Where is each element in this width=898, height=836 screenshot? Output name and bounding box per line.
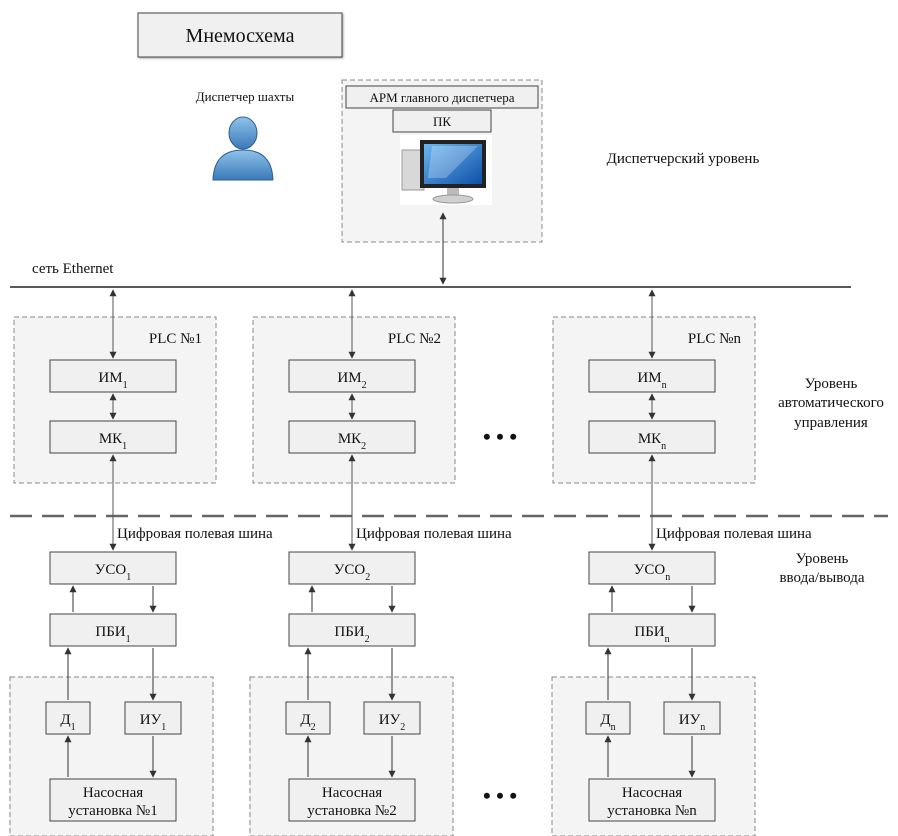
fieldbus-label: Цифровая полевая шина xyxy=(656,526,812,542)
computer-icon xyxy=(400,135,492,205)
uso-box xyxy=(588,551,716,585)
pump-label-line2: установка №2 xyxy=(307,803,396,819)
mk-label: МКn xyxy=(638,431,666,452)
pump-ellipsis: • • • xyxy=(483,783,517,808)
sensor-label: Д2 xyxy=(300,712,315,733)
auto-level-line2: автоматического xyxy=(778,395,884,411)
workstation-title-box xyxy=(345,85,539,109)
sensor-label: Дn xyxy=(600,712,615,733)
title-box xyxy=(137,12,343,58)
sensor-box xyxy=(285,701,331,735)
uso-label: УСО1 xyxy=(95,562,131,583)
pump-box xyxy=(288,778,416,822)
sensor-box xyxy=(45,701,91,735)
plc-label: PLC №2 xyxy=(388,331,441,347)
fieldbus-label: Цифровая полевая шина xyxy=(356,526,512,542)
uso-label: УСО2 xyxy=(334,562,370,583)
plc-label: PLC №n xyxy=(688,331,742,347)
mk-label: МК1 xyxy=(99,431,127,452)
mk-box xyxy=(49,420,177,454)
actuator-box xyxy=(363,701,421,735)
im-box xyxy=(49,359,177,393)
pbi-label: ПБИ1 xyxy=(95,624,130,645)
fieldbus-label: Цифровая полевая шина xyxy=(117,526,273,542)
pbi-box xyxy=(49,613,177,647)
plc-label: PLC №1 xyxy=(149,331,202,347)
uso-label: УСОn xyxy=(634,562,670,583)
pbi-label: ПБИn xyxy=(634,624,669,645)
pbi-box xyxy=(588,613,716,647)
im-label: ИМ1 xyxy=(98,370,127,391)
im-label: ИМ2 xyxy=(337,370,366,391)
dispatcher-icon xyxy=(212,116,274,181)
actuator-label: ИУn xyxy=(679,712,705,733)
io-level-line1: Уровень xyxy=(796,551,849,567)
auto-level-line3: управления xyxy=(794,415,868,431)
mk-box xyxy=(588,420,716,454)
pc-label-box xyxy=(392,109,492,133)
pump-box xyxy=(588,778,716,822)
pump-label-line2: установка №1 xyxy=(68,803,157,819)
dispatch-level-label: Диспетчерский уровень xyxy=(607,151,760,167)
sensor-label: Д1 xyxy=(60,712,75,733)
mk-label: МК2 xyxy=(338,431,366,452)
pump-label-line1: Насосная xyxy=(83,785,143,801)
auto-level-line1: Уровень xyxy=(805,376,858,392)
pbi-box xyxy=(288,613,416,647)
actuator-label: ИУ2 xyxy=(379,712,405,733)
im-label: ИМn xyxy=(637,370,666,391)
io-level-line2: ввода/вывода xyxy=(779,570,864,586)
mk-box xyxy=(288,420,416,454)
uso-box xyxy=(49,551,177,585)
plc-ellipsis: • • • xyxy=(483,424,517,449)
workstation-title: АРМ главного диспетчера xyxy=(369,90,514,105)
sensor-box xyxy=(585,701,631,735)
pbi-label: ПБИ2 xyxy=(334,624,369,645)
pump-box xyxy=(49,778,177,822)
pump-label-line2: установка №n xyxy=(607,803,697,819)
network-label: сеть Ethernet xyxy=(32,261,114,277)
actuator-box xyxy=(663,701,721,735)
actuator-box xyxy=(124,701,182,735)
im-box xyxy=(288,359,416,393)
uso-box xyxy=(288,551,416,585)
actuator-label: ИУ1 xyxy=(140,712,166,733)
pc-label: ПК xyxy=(433,114,451,129)
im-box xyxy=(588,359,716,393)
dispatcher-label: Диспетчер шахты xyxy=(196,89,295,104)
title-text: Мнемосхема xyxy=(186,25,295,47)
pump-label-line1: Насосная xyxy=(622,785,682,801)
pump-label-line1: Насосная xyxy=(322,785,382,801)
